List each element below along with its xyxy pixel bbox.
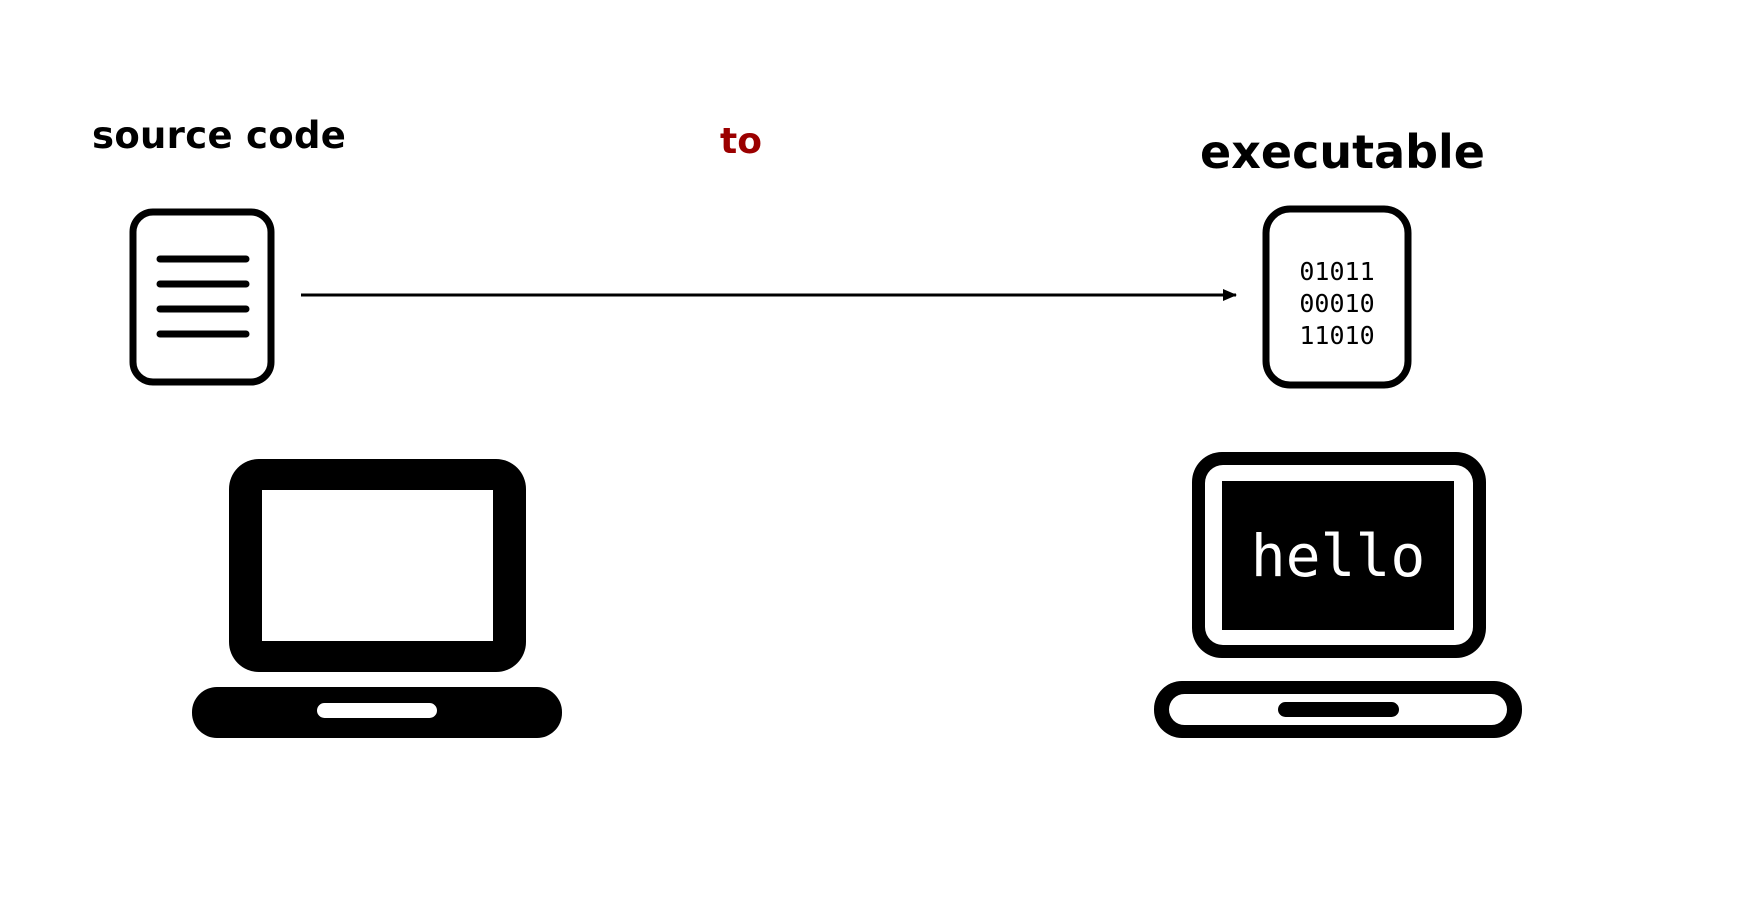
executable-label: executable [1200, 125, 1486, 179]
source-code-label: source code [92, 114, 347, 157]
binary-line-3: 11010 [1299, 321, 1374, 350]
connector-label: to [720, 121, 762, 162]
binary-line-1: 01011 [1299, 257, 1374, 286]
laptop-icon [192, 459, 562, 738]
screen-text: hello [1251, 522, 1426, 590]
laptop-icon: hello [1154, 452, 1522, 738]
binary-line-2: 00010 [1299, 289, 1374, 318]
document-icon [129, 208, 275, 386]
binary-file-icon: 01011 00010 11010 [1262, 205, 1412, 389]
